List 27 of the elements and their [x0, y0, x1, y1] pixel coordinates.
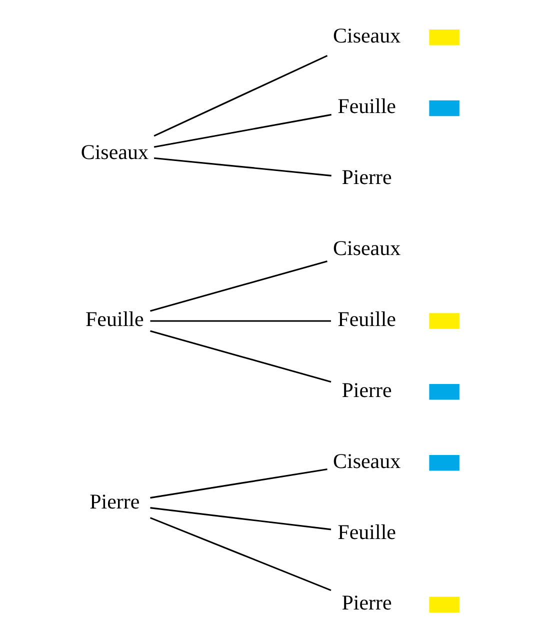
- node-text: Ciseaux: [332, 448, 401, 473]
- connector: [150, 517, 332, 592]
- node-box: [429, 100, 460, 116]
- connector: [150, 468, 328, 499]
- node-text: Pierre: [90, 490, 140, 514]
- node-text: Feuille: [338, 94, 396, 118]
- node-box: [429, 596, 460, 613]
- node-box: [429, 313, 460, 329]
- connector: [154, 54, 328, 137]
- node-text: Feuille: [85, 306, 144, 331]
- node-text: Feuille: [338, 520, 396, 544]
- node-text: Ciseaux: [332, 23, 401, 48]
- connector: [154, 114, 332, 148]
- node-text: Feuille: [338, 306, 396, 331]
- node-text: Ciseaux: [332, 236, 401, 260]
- connector: [154, 157, 332, 176]
- node-text: Pierre: [342, 590, 392, 615]
- node-box: [429, 454, 460, 471]
- connector: [150, 320, 331, 322]
- node-text: Pierre: [342, 378, 392, 402]
- node-box: [429, 29, 460, 46]
- connector: [150, 507, 332, 530]
- node-box: [429, 384, 460, 400]
- node-text: Ciseaux: [80, 140, 148, 164]
- connector: [150, 260, 328, 312]
- connector: [150, 330, 332, 383]
- node-text: Pierre: [342, 165, 392, 190]
